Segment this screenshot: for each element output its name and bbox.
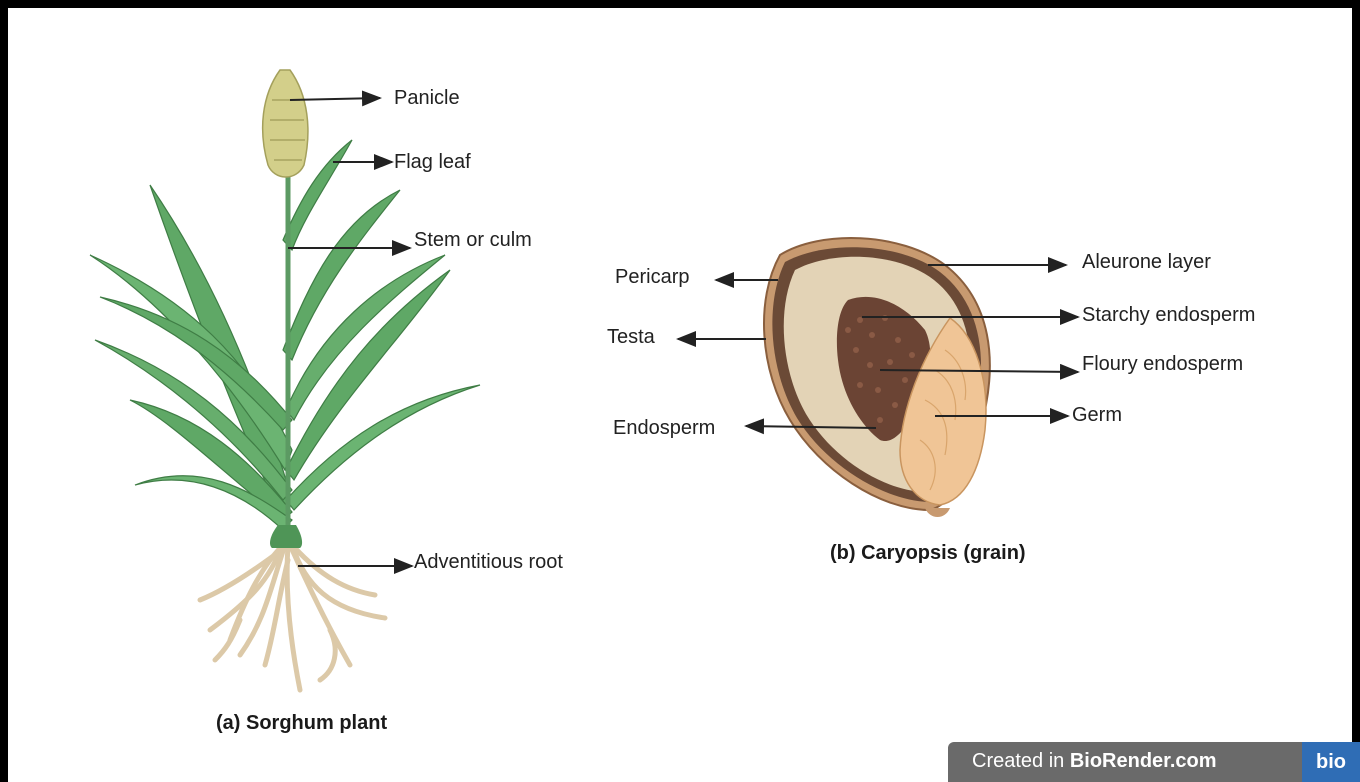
grain-caption: (b) Caryopsis (grain): [830, 542, 1026, 565]
label-flag-leaf: Flag leaf: [394, 151, 471, 173]
biorender-logo-icon: bio: [1302, 742, 1360, 782]
label-aleurone-layer: Aleurone layer: [1082, 251, 1211, 273]
stem-base: [270, 525, 302, 548]
caryopsis-illustration: [764, 238, 990, 517]
label-adventitious-root: Adventitious root: [414, 551, 563, 573]
label-panicle: Panicle: [394, 87, 460, 109]
label-germ: Germ: [1072, 404, 1122, 426]
badge-prefix: Created in: [972, 750, 1070, 772]
grain-tip: [925, 508, 950, 517]
badge-brand: BioRender.com: [1070, 750, 1217, 772]
label-stem: Stem or culm: [414, 229, 532, 251]
label-floury-endosperm: Floury endosperm: [1082, 353, 1243, 375]
diagram-artwork: [8, 8, 1352, 782]
panicle: [263, 70, 308, 177]
plant-caption: (a) Sorghum plant: [216, 712, 387, 735]
leaves: [90, 140, 480, 530]
label-endosperm: Endosperm: [613, 417, 715, 439]
badge-text: Created in BioRender.com: [972, 750, 1217, 773]
label-starchy-endosperm: Starchy endosperm: [1082, 304, 1255, 326]
label-testa: Testa: [607, 326, 655, 348]
biorender-badge[interactable]: Created in BioRender.com bio: [948, 742, 1360, 782]
label-pericarp: Pericarp: [615, 266, 689, 288]
